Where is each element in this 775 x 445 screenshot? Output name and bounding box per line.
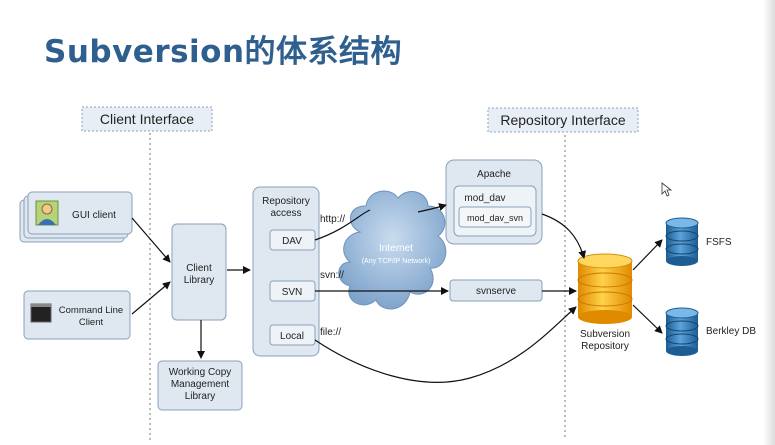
page-title: Subversion的体系结构: [44, 34, 403, 70]
cmd-to-library-arrow: [131, 281, 171, 315]
database-icon: [665, 307, 699, 356]
local-box: [269, 324, 316, 346]
dav-to-cloud-line: [314, 209, 371, 241]
file-protocol-label: file://: [320, 327, 341, 338]
gui-client-label: GUI client: [72, 210, 116, 221]
apache-to-repo-arrow: [541, 213, 587, 259]
repo-to-bdb-arrow: [632, 304, 663, 334]
command-line-label-1: Command Line: [59, 305, 123, 316]
gui-to-library-arrow: [131, 217, 171, 263]
window-edge: [763, 0, 775, 445]
working-copy-label-1: Working Copy: [169, 367, 232, 378]
svn-protocol-label: svn://: [320, 270, 344, 281]
command-line-label-2: Client: [79, 317, 104, 328]
cloud-icon: Internet (Any TCP/IP Network): [338, 190, 447, 310]
connector-arrows: [131, 203, 663, 383]
fsfs-label: FSFS: [706, 237, 732, 248]
internet-label: Internet: [379, 243, 413, 254]
repository-access-label-1: Repository: [262, 196, 310, 207]
user-icon: [35, 200, 59, 226]
repository-access-label-2: access: [270, 208, 301, 219]
http-protocol-label: http://: [320, 214, 345, 225]
repository-access-box: Repository access DAV SVN Local: [252, 186, 320, 357]
repository-label-2: Repository: [581, 341, 629, 352]
cloud-to-apache-arrow: [417, 203, 447, 213]
svnserve-box: svnserve: [449, 279, 543, 302]
svn-label: SVN: [282, 287, 303, 298]
repository-label-1: Subversion: [580, 329, 630, 340]
repo-to-fsfs-arrow: [632, 239, 663, 271]
client-library-box: Client Library: [171, 223, 227, 321]
client-library-label-1: Client: [186, 263, 212, 274]
mod-dav-svn-box: [458, 206, 532, 228]
terminal-icon: [30, 303, 52, 323]
gui-client-box: GUI client: [19, 191, 133, 243]
repository-interface-label: Repository Interface: [500, 112, 625, 128]
local-label: Local: [280, 331, 304, 342]
apache-box: Apache mod_dav mod_dav_svn: [445, 159, 543, 245]
svnserve-label: svnserve: [476, 286, 516, 297]
internet-sublabel: (Any TCP/IP Network): [362, 258, 431, 265]
database-icon: [665, 217, 699, 266]
client-interface-label: Client Interface: [100, 111, 194, 127]
cursor-icon: [661, 182, 673, 197]
client-interface-header: Client Interface: [81, 106, 213, 132]
client-library-label-2: Library: [184, 275, 215, 286]
repository-interface-header: Repository Interface: [487, 107, 639, 133]
working-copy-label-2: Management: [171, 379, 230, 390]
working-copy-label-3: Library: [185, 391, 216, 402]
dav-label: DAV: [282, 236, 302, 247]
working-copy-library-box: Working Copy Management Library: [157, 360, 243, 411]
database-icon: [577, 253, 633, 324]
command-line-client-box: Command Line Client: [23, 290, 131, 340]
apache-label: Apache: [477, 169, 511, 180]
berkley-db-label: Berkley DB: [706, 326, 756, 337]
mod-dav-svn-label: mod_dav_svn: [467, 213, 523, 223]
local-to-repo-arrow: [314, 306, 577, 383]
mod-dav-label: mod_dav: [464, 193, 505, 204]
